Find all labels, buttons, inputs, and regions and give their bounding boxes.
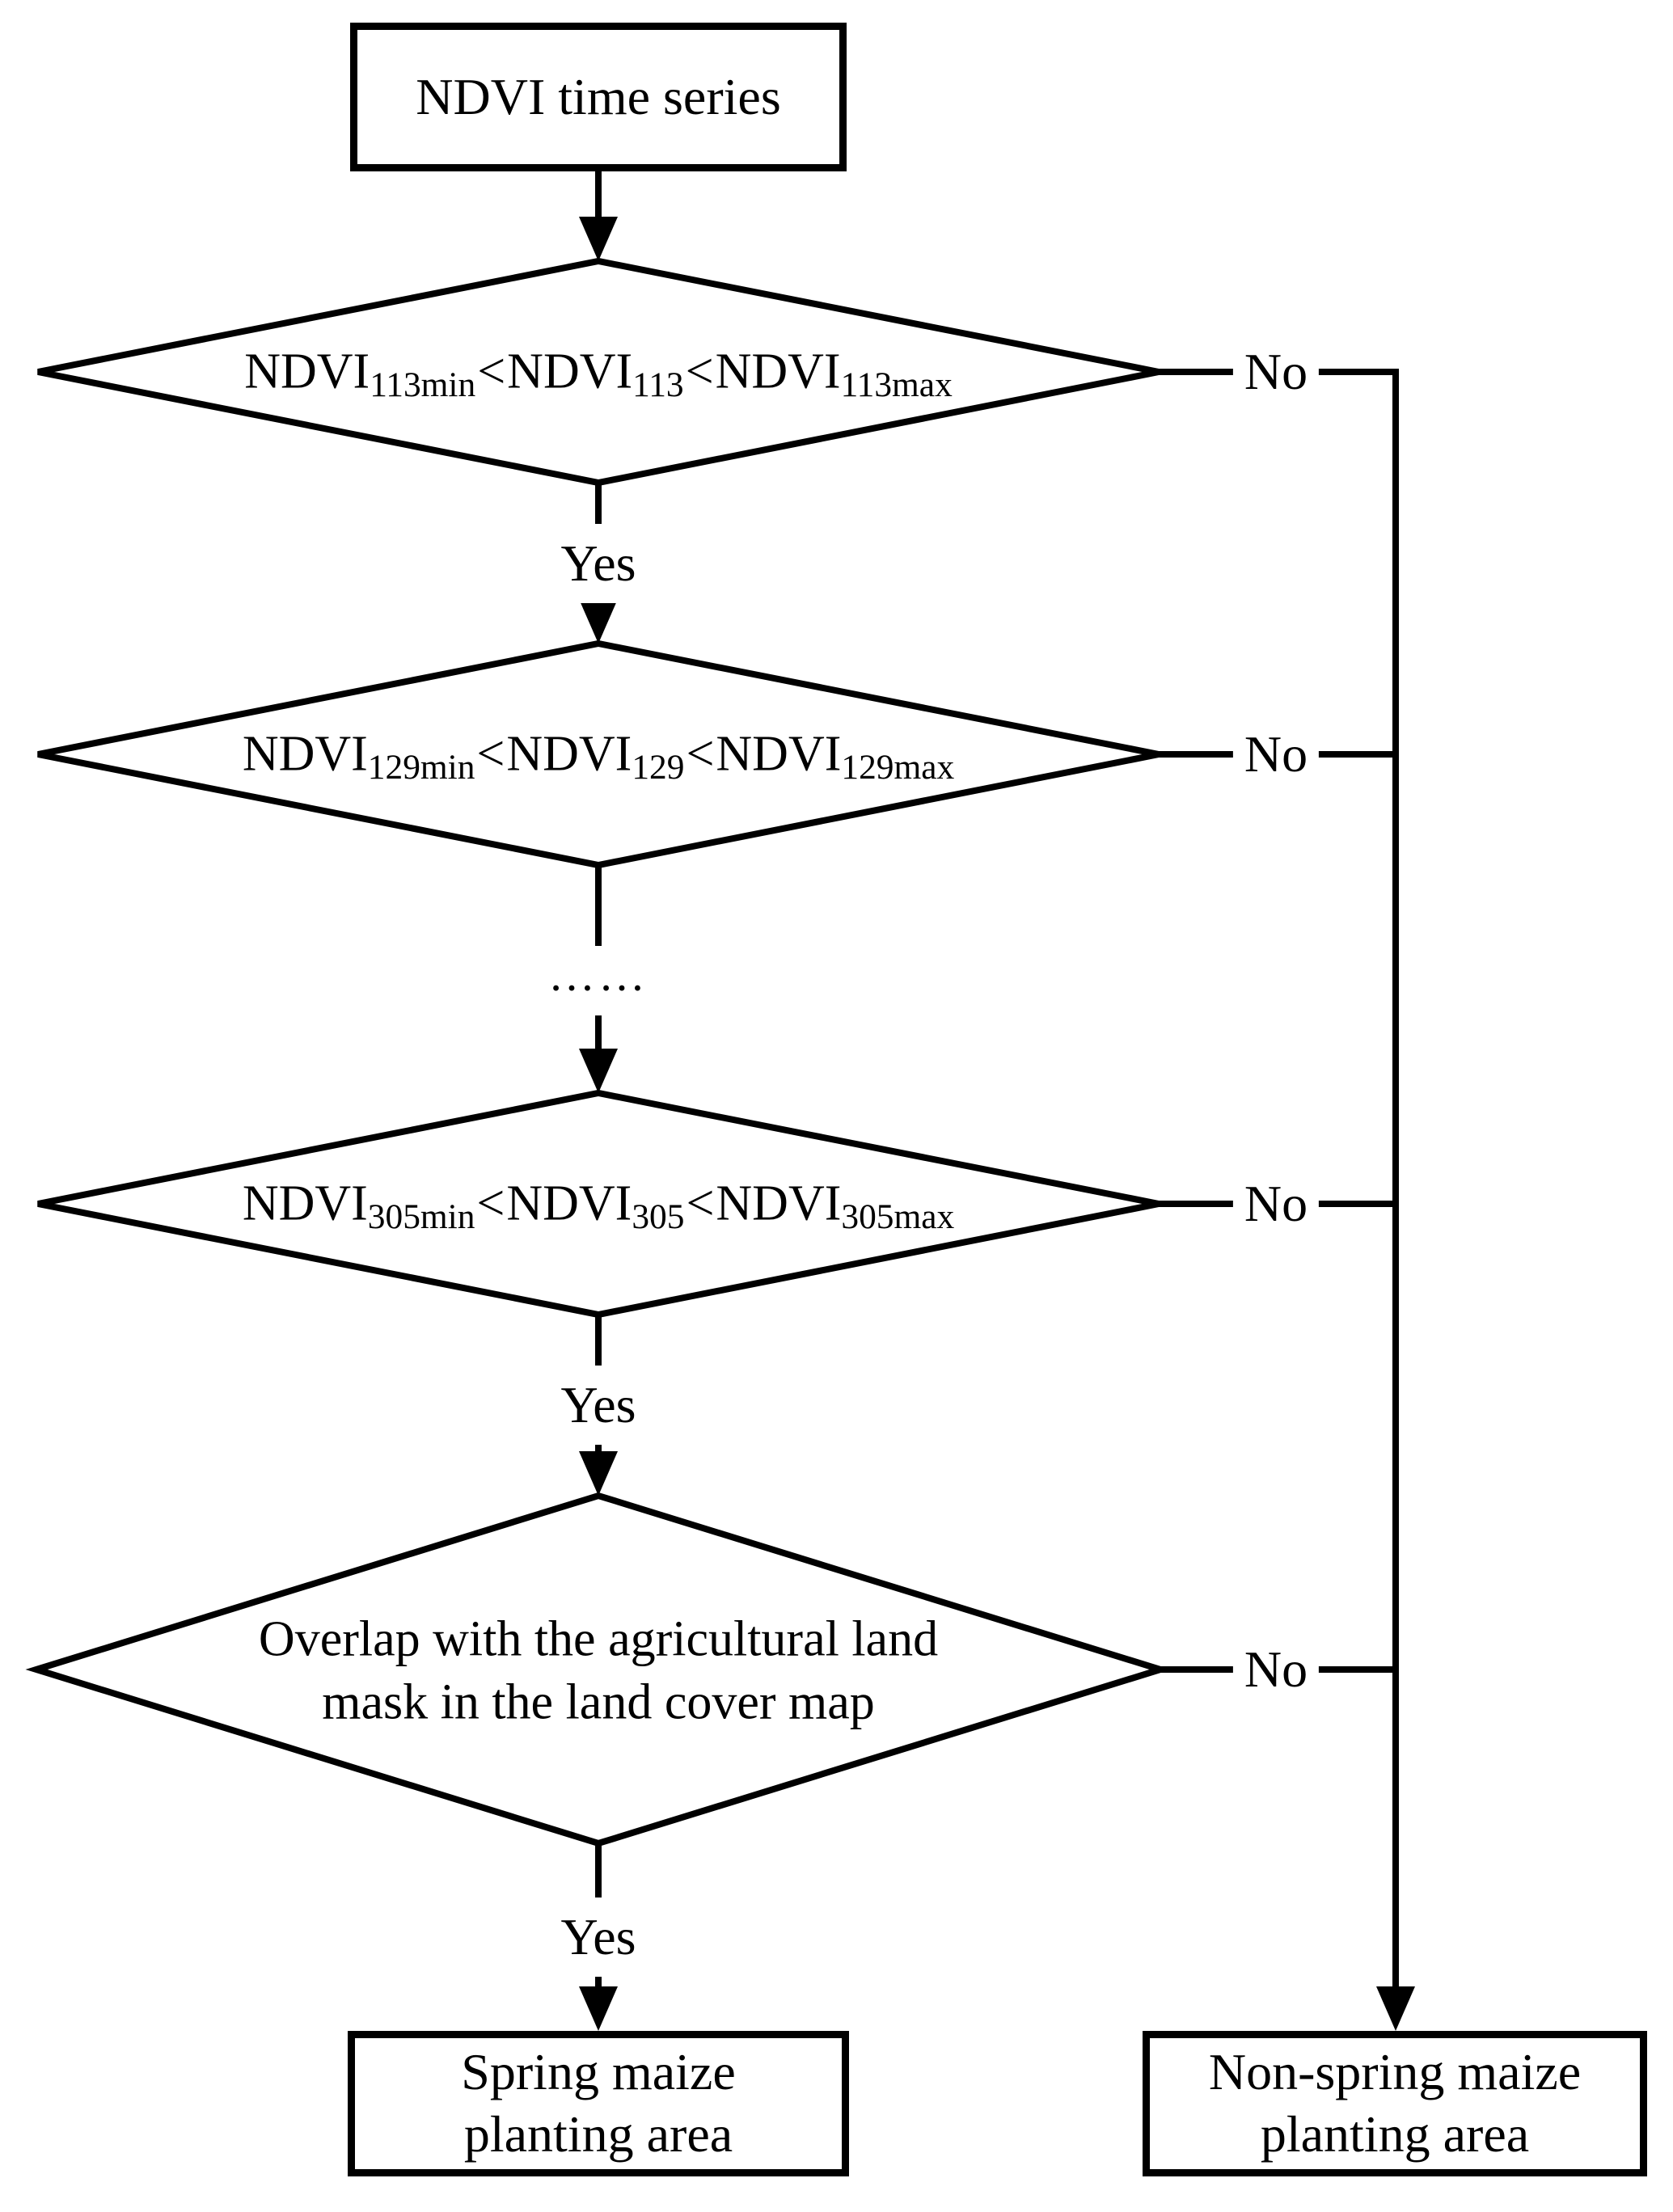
outcome-box-spring: Spring maize planting area [348,2031,849,2176]
outcome-box-non-spring-line1: Non-spring maize [1208,2043,1582,2101]
arrowhead-into-d4 [579,1451,618,1496]
outcome-box-non-spring-line2: planting area [1260,2105,1530,2163]
arrowhead-into-d3 [579,1049,618,1093]
arrowhead-into-d2 [579,599,618,644]
decision-1-label: NDVI113min<NDVI113<NDVI113max [244,344,953,404]
arrowhead-into-spring-box [579,1986,618,2031]
start-box: NDVI time series [350,23,847,171]
edge-label-yes-2: Yes [552,1366,644,1445]
ellipsis-label: …… [548,948,648,1001]
arrowhead-into-non-spring-box [1376,1986,1415,2031]
outcome-box-non-spring: Non-spring maize planting area [1143,2031,1647,2176]
outcome-box-spring-line2: planting area [463,2105,733,2163]
arrowhead-into-d1 [579,217,618,261]
decision-3-label: NDVI305min<NDVI305<NDVI305max [242,1176,955,1236]
edge-label-no-1: No [1232,340,1320,403]
edge-label-no-3: No [1232,1172,1320,1235]
edge-label-yes-1: Yes [552,524,644,603]
outcome-box-spring-line1: Spring maize [461,2043,736,2101]
decision-4-label: Overlap with the agricultural land mask … [258,1611,939,1730]
edge-label-no-2: No [1232,723,1320,786]
decision-2-label: NDVI129min<NDVI129<NDVI129max [242,726,955,787]
start-box-label: NDVI time series [416,67,781,125]
edge-label-yes-3: Yes [552,1898,644,1977]
edge-label-no-4: No [1232,1638,1320,1701]
